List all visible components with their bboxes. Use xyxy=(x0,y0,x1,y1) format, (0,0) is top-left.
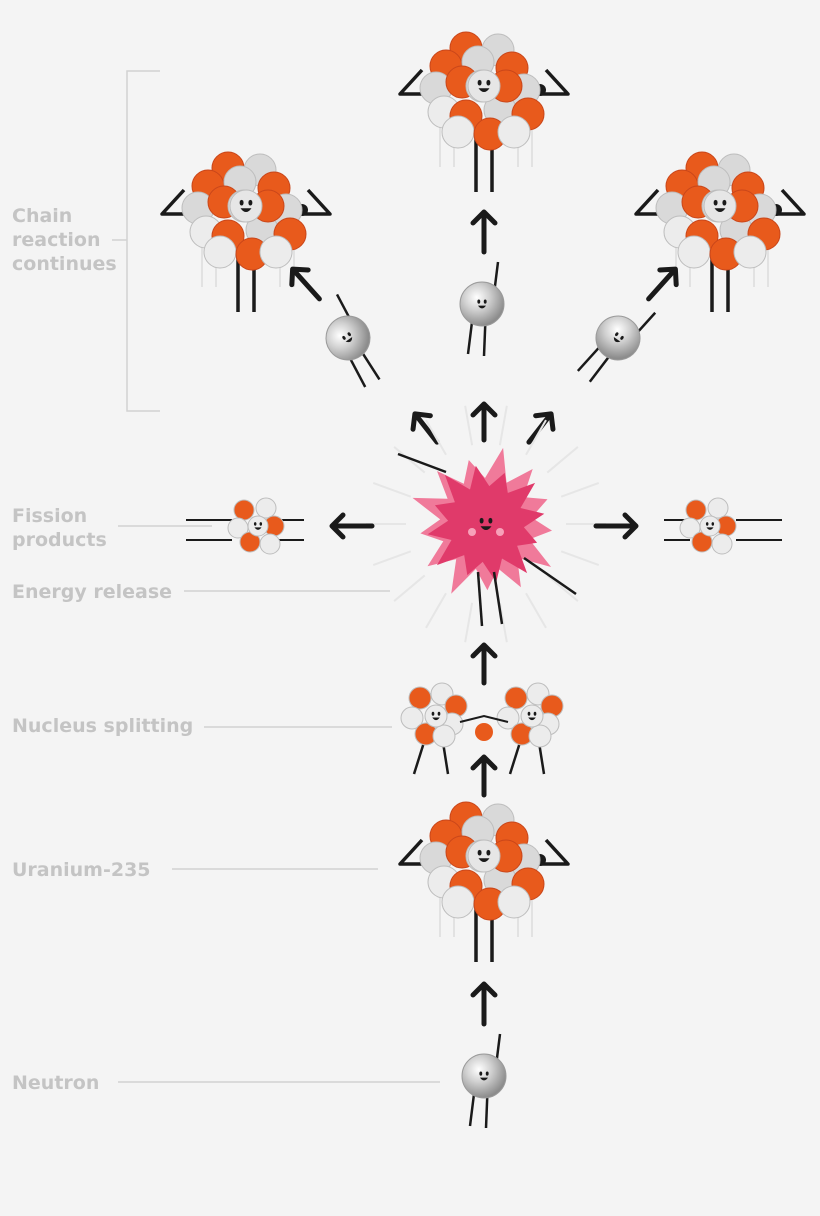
arrow-to-left-product xyxy=(329,512,375,540)
arrow-burst-left xyxy=(410,411,440,445)
chain-reaction-line-3: continues xyxy=(12,253,117,275)
fission-products-line-2: products xyxy=(12,529,107,551)
neutron-center-flying xyxy=(459,261,505,357)
chain-reaction-line-2: reaction xyxy=(12,229,101,251)
arrow-to-burst xyxy=(470,642,498,686)
arrow-to-top-left xyxy=(289,266,322,302)
fission-product-right xyxy=(664,497,782,555)
neutron-label: Neutron xyxy=(12,1072,100,1094)
uranium-nucleus-top-right xyxy=(634,151,806,312)
energy-burst xyxy=(366,405,606,643)
leader-lines xyxy=(112,70,440,1083)
arrow-neutron-to-uranium xyxy=(470,981,498,1027)
chain-reaction-line-1: Chain xyxy=(12,205,73,227)
arrow-to-top-center xyxy=(470,209,498,255)
fission-product-left xyxy=(186,497,304,555)
arrow-burst-center xyxy=(470,401,498,443)
fission-products-label: Fission products xyxy=(12,504,107,552)
uranium-nucleus-top-center xyxy=(398,31,570,192)
nucleus-splitting-label: Nucleus splitting xyxy=(12,715,194,737)
arrow-to-right-product xyxy=(593,512,639,540)
uranium-235-nucleus xyxy=(398,801,570,962)
figures-layer xyxy=(160,31,806,1129)
energy-release-label: Energy release xyxy=(12,581,173,603)
arrow-to-splitting xyxy=(470,754,498,798)
neutron-bottom xyxy=(461,1033,507,1129)
neutron-right-flying xyxy=(576,311,657,383)
uranium-label: Uranium-235 xyxy=(12,859,151,881)
chain-reaction-bracket xyxy=(126,70,160,412)
neutron-left-flying xyxy=(325,293,381,388)
chain-reaction-label: Chain reaction continues xyxy=(12,204,117,276)
uranium-nucleus-top-left xyxy=(160,151,332,312)
arrow-burst-right xyxy=(526,411,556,445)
fission-products-line-1: Fission xyxy=(12,505,88,527)
splitting-nucleus-character xyxy=(400,682,564,775)
arrow-to-top-right xyxy=(646,266,679,302)
